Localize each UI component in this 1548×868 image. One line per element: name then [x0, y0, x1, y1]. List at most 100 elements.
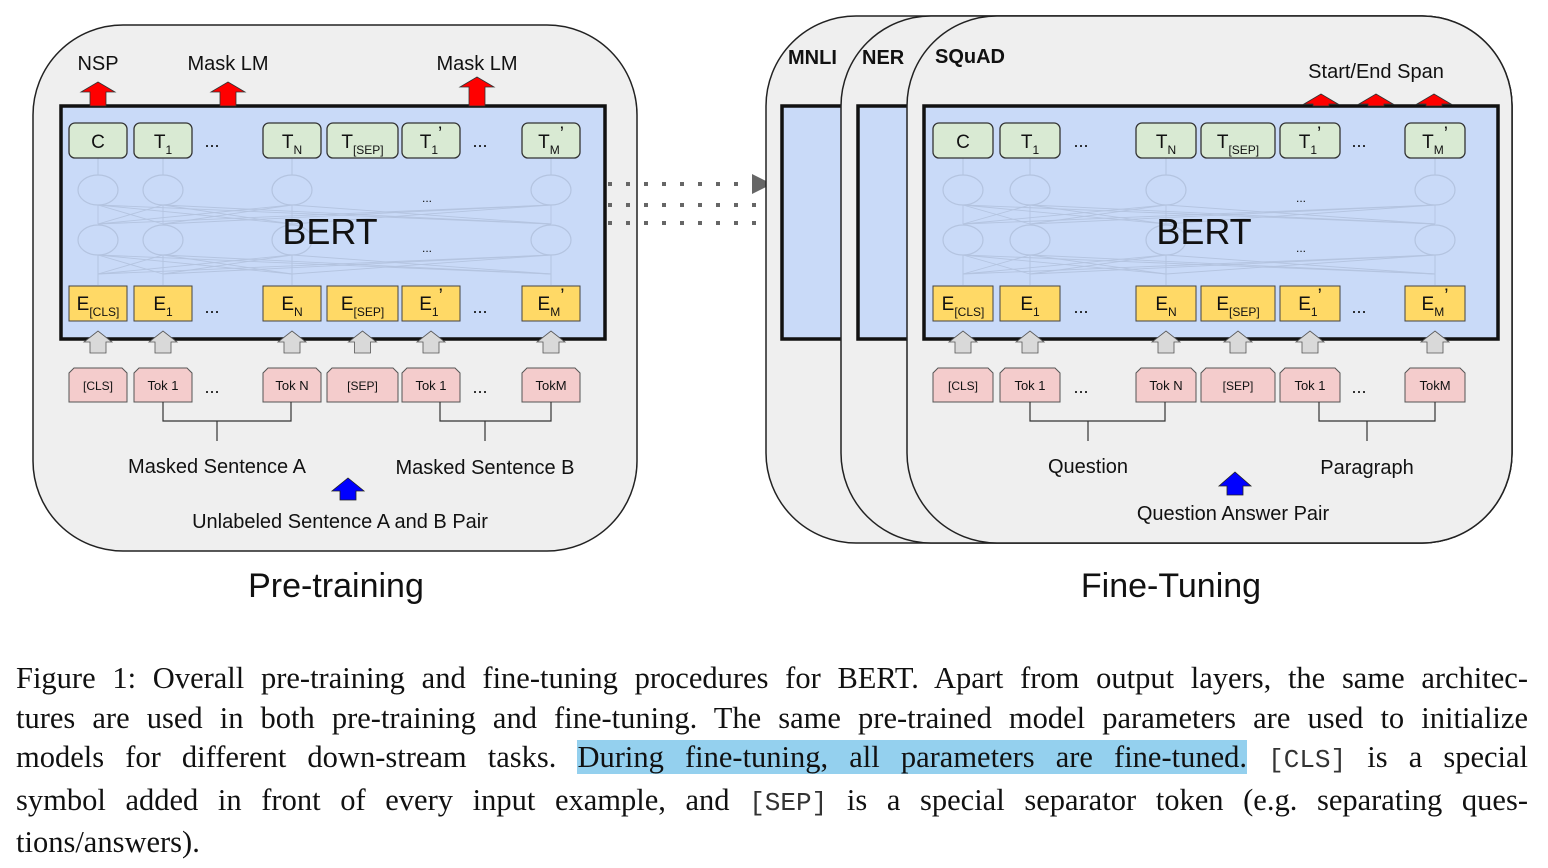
output-label: NSP: [77, 53, 118, 75]
finetuning-input-label: Question Answer Pair: [1137, 503, 1330, 525]
output-label: Mask LM: [187, 53, 268, 75]
svg-text:Tok N: Tok N: [275, 378, 308, 393]
svg-text:TokM: TokM: [1419, 378, 1450, 393]
svg-text:E[SEP]: E[SEP]: [1216, 294, 1259, 319]
embedding-token: EM’: [521, 285, 581, 322]
ellipsis: ...: [1351, 131, 1366, 151]
input-token: [CLS]: [68, 367, 128, 403]
pretraining-input-arrow-icon: [330, 477, 366, 501]
svg-text:C: C: [956, 132, 970, 153]
embedding-token: EN: [262, 285, 322, 322]
output-token: T[SEP]: [1200, 122, 1276, 159]
svg-text:[CLS]: [CLS]: [948, 379, 978, 393]
embedding-token: E1: [133, 285, 193, 322]
output-arrow-icon: [1357, 93, 1395, 107]
svg-text:E1’: E1’: [1298, 286, 1322, 319]
input-token: Tok 1: [401, 367, 461, 403]
caption-text: Figure 1: Overall pre-training and fine-…: [16, 661, 1528, 695]
caption-line: tures are used in both pre-training and …: [16, 699, 1528, 739]
svg-text:T1: T1: [154, 132, 173, 157]
ellipsis: ...: [1073, 131, 1088, 151]
code-token: [SEP]: [749, 787, 828, 818]
token-arrow-icon: [947, 330, 979, 354]
svg-text:EM’: EM’: [1422, 286, 1449, 319]
ellipsis: ...: [472, 297, 487, 317]
finetuning-input-arrow-icon: [1217, 471, 1253, 496]
svg-text:Tok 1: Tok 1: [1294, 378, 1325, 393]
output-token: TM’: [1404, 122, 1466, 159]
embedding-token: E[CLS]: [932, 285, 994, 322]
svg-text:EN: EN: [281, 294, 302, 319]
caption-text: [1247, 740, 1268, 774]
output-token: T1’: [401, 122, 461, 159]
svg-text:TM’: TM’: [538, 124, 564, 157]
output-token: T1’: [1279, 122, 1341, 159]
caption-text: is a special separator token (e.g. separ…: [827, 782, 1528, 817]
embedding-token: E1: [999, 285, 1061, 322]
embedding-token: E[CLS]: [68, 285, 128, 322]
svg-text:EM’: EM’: [538, 286, 565, 319]
svg-text:E1: E1: [153, 294, 173, 319]
embedding-token: E1’: [1279, 285, 1341, 322]
hidden-ellipsis: ...: [1296, 241, 1306, 255]
task-label-ner: NER: [862, 47, 905, 69]
token-arrow-icon: [1294, 330, 1326, 354]
svg-text:E1: E1: [1020, 294, 1040, 319]
output-token: TN: [1135, 122, 1197, 159]
ellipsis: ...: [472, 131, 487, 151]
hidden-ellipsis: ...: [422, 191, 432, 205]
token-arrow-icon: [535, 330, 567, 354]
ellipsis: ...: [472, 377, 487, 397]
output-arrow-icon: [209, 81, 247, 107]
svg-text:TokM: TokM: [535, 378, 566, 393]
svg-text:Tok 1: Tok 1: [415, 378, 446, 393]
input-token: [SEP]: [1200, 367, 1276, 403]
finetuning-bert-label: BERT: [1156, 211, 1251, 252]
ellipsis: ...: [204, 377, 219, 397]
embedding-token: E[SEP]: [1200, 285, 1276, 322]
output-token: T[SEP]: [326, 122, 399, 159]
token-arrow-icon: [1014, 330, 1046, 354]
output-token: T1: [133, 122, 193, 159]
caption-line: tions/answers).: [16, 823, 1528, 863]
task-label-mnli: MNLI: [788, 47, 837, 69]
svg-text:C: C: [91, 132, 105, 153]
output-token: C: [68, 122, 128, 159]
svg-text:T[SEP]: T[SEP]: [341, 132, 383, 157]
input-token: [SEP]: [326, 367, 399, 403]
embedding-token: EN: [1135, 285, 1197, 322]
svg-text:T1’: T1’: [1299, 124, 1322, 157]
caption-line: Figure 1: Overall pre-training and fine-…: [16, 659, 1528, 699]
token-arrow-icon: [147, 330, 179, 354]
svg-text:T1: T1: [1021, 132, 1040, 157]
svg-text:E[CLS]: E[CLS]: [942, 294, 985, 319]
figure-caption: Figure 1: Overall pre-training and fine-…: [16, 659, 1528, 863]
output-label: Mask LM: [436, 53, 517, 75]
svg-text:Tok N: Tok N: [1149, 378, 1182, 393]
task-label-squad: SQuAD: [935, 46, 1005, 68]
caption-text: models for different down-stream tasks.: [16, 740, 578, 775]
svg-text:Tok 1: Tok 1: [147, 378, 178, 393]
finetuning-segment-b-label: Paragraph: [1320, 457, 1413, 479]
svg-text:E1’: E1’: [419, 286, 443, 319]
embedding-token: E1’: [401, 285, 461, 322]
ellipsis: ...: [1351, 297, 1366, 317]
caption-text: tions/answers).: [16, 825, 200, 860]
output-token: TN: [262, 122, 322, 159]
pretraining-segment-b-label: Masked Sentence B: [396, 457, 575, 479]
caption-text: symbol added in front of every input exa…: [16, 782, 750, 817]
output-token: C: [932, 122, 994, 159]
pretraining-segment-brackets: [162, 402, 552, 441]
token-arrow-icon: [415, 330, 447, 354]
ellipsis: ...: [204, 131, 219, 151]
svg-text:T[SEP]: T[SEP]: [1217, 132, 1259, 157]
input-token: Tok 1: [133, 367, 193, 403]
hidden-ellipsis: ...: [422, 241, 432, 255]
caption-text: is a special: [1346, 740, 1529, 775]
svg-text:TM’: TM’: [1422, 124, 1448, 157]
caption-text: tures are used in both pre-training and …: [16, 700, 1528, 735]
svg-text:[SEP]: [SEP]: [1223, 379, 1254, 393]
svg-text:EN: EN: [1155, 294, 1176, 319]
